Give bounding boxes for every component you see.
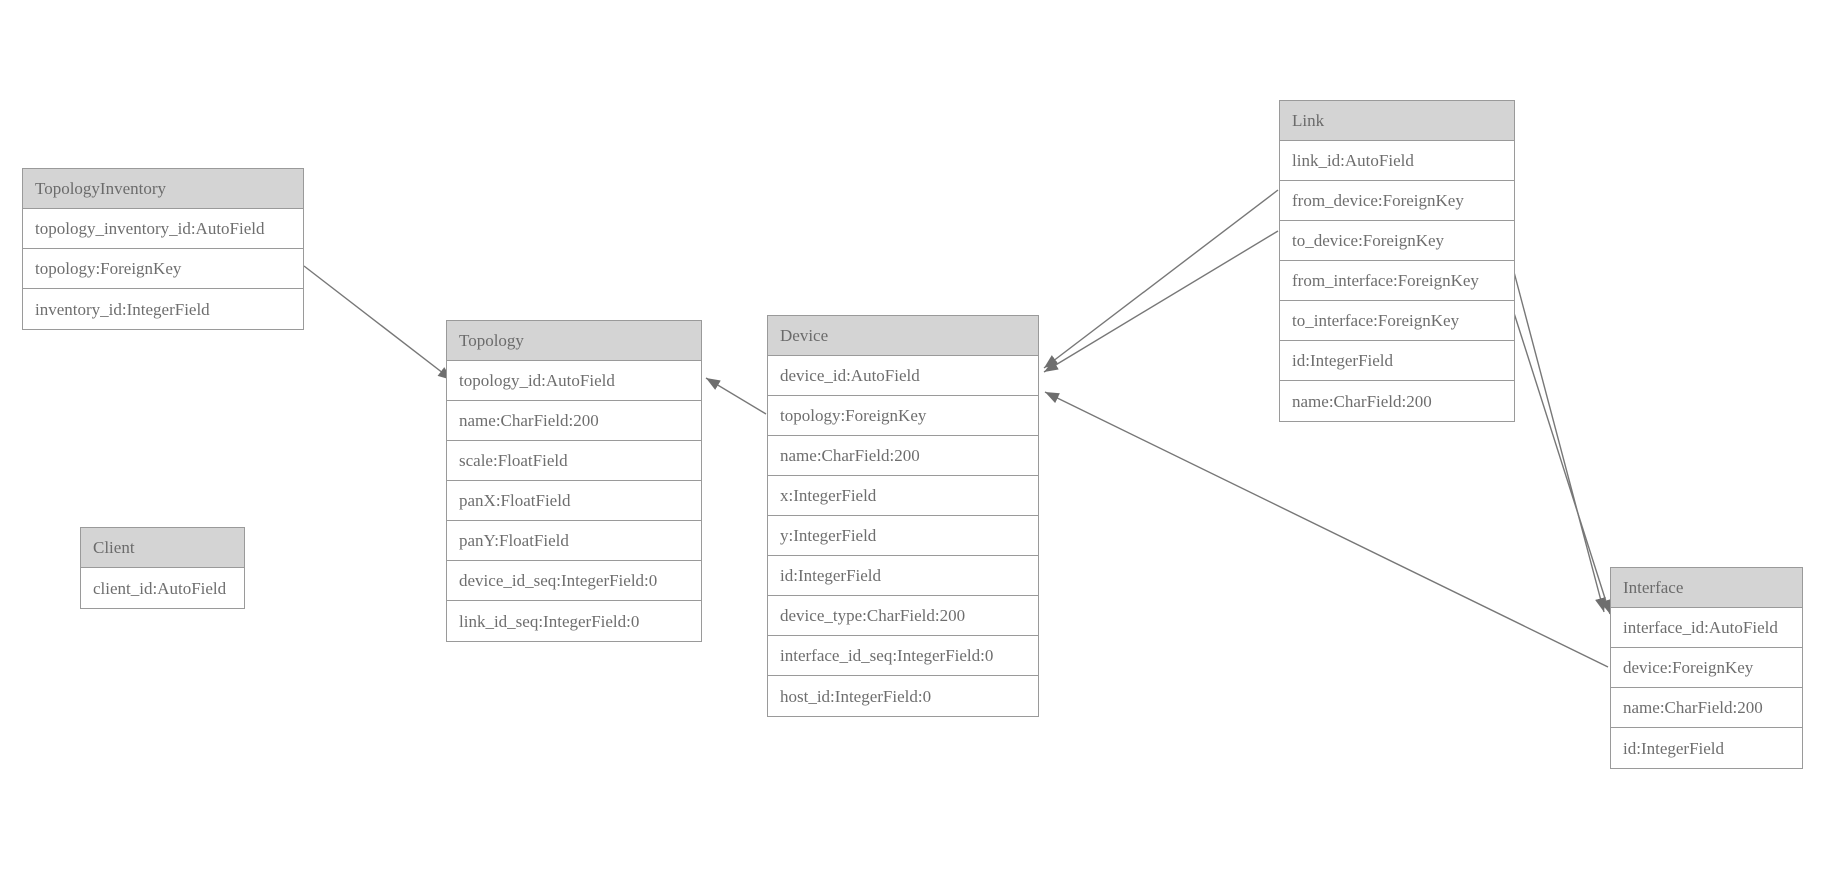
entity-link-field: from_interface:ForeignKey: [1280, 261, 1514, 301]
relationship-topologyinventory-topology: [303, 265, 453, 381]
relationship-link-from-interface: [1513, 271, 1606, 613]
entity-link-field: from_device:ForeignKey: [1280, 181, 1514, 221]
entity-topology-field: topology_id:AutoField: [447, 361, 701, 401]
entity-topology-field: link_id_seq:IntegerField:0: [459, 611, 640, 631]
entity-topology-field: panX:FloatField: [447, 481, 701, 521]
entity-device-field: id:IntegerField: [768, 556, 1038, 596]
relationship-link-from-device: [1043, 189, 1279, 369]
entity-topology_inventory-field: topology_inventory_id:AutoField: [23, 209, 303, 249]
entity-link-field: to_interface:ForeignKey: [1280, 301, 1514, 341]
entity-topology-field: scale:FloatField: [447, 441, 701, 481]
entity-interface-field: name:CharField:200: [1611, 688, 1802, 728]
entity-interface-field: interface_id:AutoField: [1611, 608, 1802, 648]
relationship-link-to-device: [1043, 230, 1279, 373]
entity-interface-title: Interface: [1611, 568, 1802, 608]
entity-topology-field: name:CharField:200: [447, 401, 701, 441]
entity-client-field: client_id:AutoField: [93, 578, 227, 598]
entity-topology_inventory-field: topology:ForeignKey: [23, 249, 303, 289]
entity-topology-title: Topology: [447, 321, 701, 361]
entity-device-field: topology:ForeignKey: [768, 396, 1038, 436]
entity-link-field: name:CharField:200: [1292, 391, 1432, 411]
entity-topology_inventory-field: inventory_id:IntegerField: [35, 299, 210, 319]
entity-link-field: link_id:AutoField: [1280, 141, 1514, 181]
entity-link-title: Link: [1280, 101, 1514, 141]
entity-topology-field: panY:FloatField: [447, 521, 701, 561]
entity-link-field: id:IntegerField: [1280, 341, 1514, 381]
relationship-device-topology: [705, 377, 767, 415]
entity-device-field: name:CharField:200: [768, 436, 1038, 476]
entity-topology_inventory-title: TopologyInventory: [23, 169, 303, 209]
entity-topology-field: device_id_seq:IntegerField:0: [447, 561, 701, 601]
entity-client[interactable]: Client client_id:AutoField: [80, 527, 245, 609]
entity-device-field: device_id:AutoField: [768, 356, 1038, 396]
entity-device-field: host_id:IntegerField:0: [780, 686, 932, 706]
entity-link-field: to_device:ForeignKey: [1280, 221, 1514, 261]
entity-device-field: interface_id_seq:IntegerField:0: [768, 636, 1038, 676]
entity-interface-field: device:ForeignKey: [1611, 648, 1802, 688]
entity-device-field: device_type:CharField:200: [768, 596, 1038, 636]
entity-device-field: x:IntegerField: [768, 476, 1038, 516]
entity-device-field: y:IntegerField: [768, 516, 1038, 556]
entity-device-title: Device: [768, 316, 1038, 356]
relationship-link-to-interface: [1513, 312, 1611, 615]
entity-client-title: Client: [81, 528, 244, 568]
relationship-interface-device: [1044, 391, 1609, 668]
entity-interface-field: id:IntegerField: [1623, 738, 1725, 758]
